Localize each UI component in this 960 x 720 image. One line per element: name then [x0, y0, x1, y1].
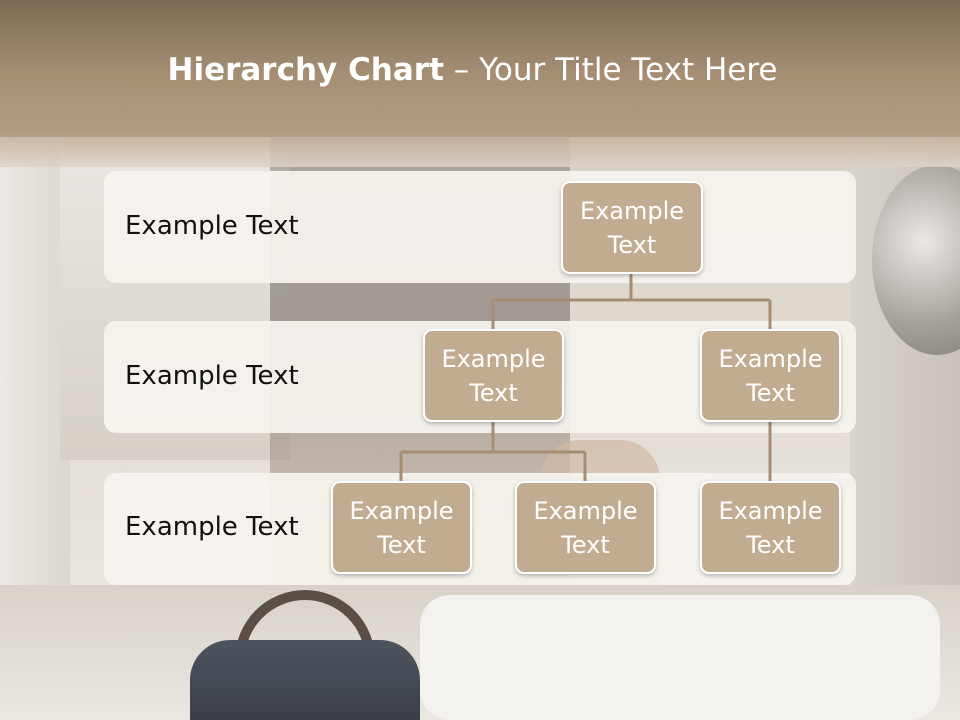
node-root[interactable]: Example Text — [561, 181, 703, 274]
title-bar: Hierarchy Chart – Your Title Text Here — [0, 0, 960, 137]
node-level3-right[interactable]: Example Text — [700, 481, 841, 574]
slide-title-rest: – Your Title Text Here — [443, 52, 778, 88]
slide-title: Hierarchy Chart – Your Title Text Here — [0, 52, 945, 88]
level-label-2: Example Text — [125, 361, 299, 391]
title-underline-strip — [0, 137, 960, 167]
node-level2-right[interactable]: Example Text — [700, 329, 841, 422]
level-label-1: Example Text — [125, 211, 299, 241]
level-band-1 — [104, 171, 856, 283]
node-level3-middle[interactable]: Example Text — [515, 481, 656, 574]
node-level2-left[interactable]: Example Text — [423, 329, 564, 422]
slide-title-bold: Hierarchy Chart — [167, 52, 444, 88]
background-rug — [420, 595, 940, 720]
background-bag — [190, 640, 420, 720]
node-level3-left[interactable]: Example Text — [331, 481, 472, 574]
level-label-3: Example Text — [125, 512, 299, 542]
